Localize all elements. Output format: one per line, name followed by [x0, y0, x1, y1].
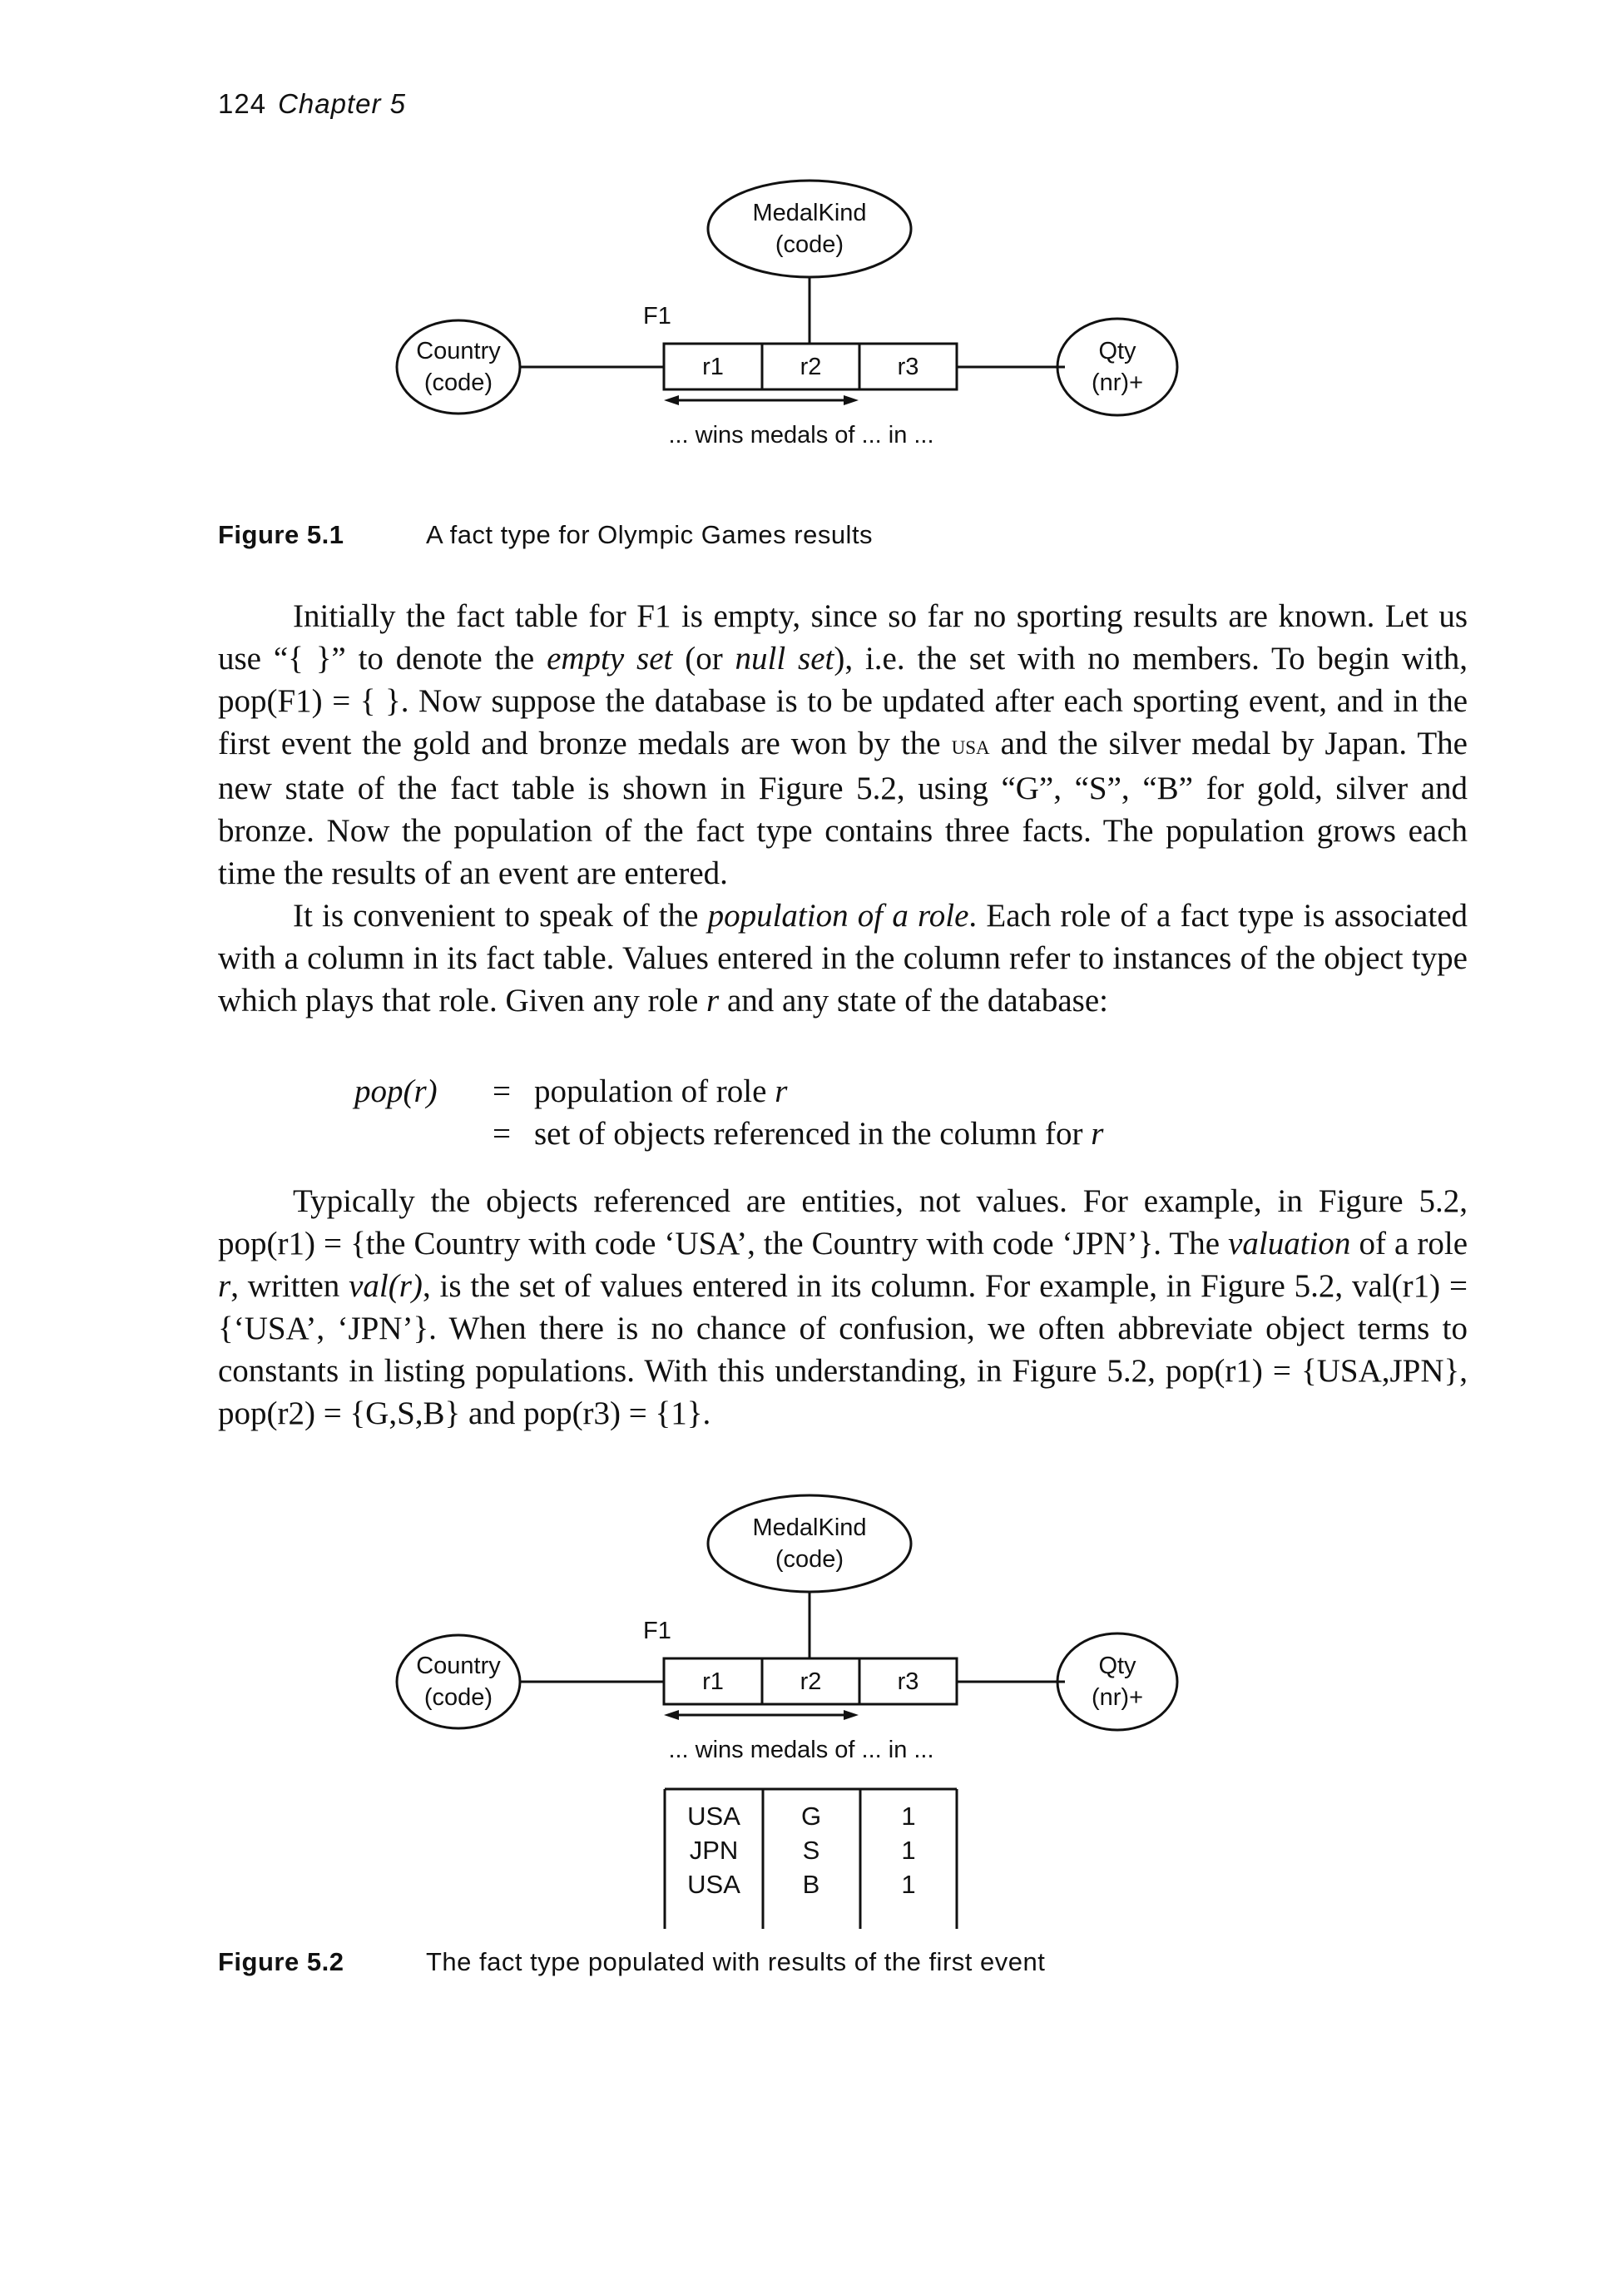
table-cell: USA	[687, 1802, 740, 1831]
role-r3: r3	[897, 1668, 919, 1695]
table-cell: B	[802, 1870, 820, 1899]
table-cell: USA	[687, 1870, 740, 1899]
definition-line-2: set of objects referenced in the column …	[534, 1116, 1104, 1152]
figure-5-1-caption: Figure 5.1 A fact type for Olympic Games …	[218, 520, 873, 550]
definition-line-1: population of role r	[534, 1073, 788, 1109]
country-label: Country(code)	[416, 338, 501, 396]
figure-5-2-diagram: MedalKind(code) Country(code) Qty(nr)+ F…	[395, 1494, 1248, 1797]
role-r2: r2	[800, 354, 822, 380]
figure-5-1-diagram: MedalKind(code) Country(code) Qty(nr)+ F…	[395, 179, 1248, 483]
medalkind-label: MedalKind(code)	[752, 200, 867, 258]
medalkind-label: MedalKind(code)	[752, 1514, 867, 1573]
pop-definition: pop(r) = population of role r = set of o…	[354, 1070, 1103, 1155]
role-r3: r3	[897, 354, 919, 380]
table-column-r1: USA JPN USA	[672, 1799, 755, 1901]
qty-ellipse	[1056, 317, 1179, 417]
paragraph-text: It is convenient to speak of the populat…	[218, 898, 1468, 1019]
definition-term: pop(r)	[354, 1073, 438, 1109]
table-cell: 1	[901, 1802, 916, 1831]
table-cell: G	[800, 1802, 822, 1831]
fact-type-diagram	[395, 1494, 1179, 1732]
fact-label: F1	[643, 303, 671, 330]
figure-number: Figure 5.2	[218, 1947, 344, 1976]
figure-title: A fact type for Olympic Games results	[426, 520, 874, 549]
page-number: 124	[218, 88, 267, 119]
country-label: Country(code)	[416, 1653, 501, 1711]
figure-number: Figure 5.1	[218, 520, 344, 549]
figure-title: The fact type populated with results of …	[426, 1947, 1046, 1976]
role-r2: r2	[800, 1668, 822, 1695]
figure-5-2-caption: Figure 5.2 The fact type populated with r…	[218, 1947, 1045, 1977]
table-cell: S	[802, 1836, 820, 1865]
fact-label: F1	[643, 1618, 671, 1644]
paragraph-1: Initially the fact table for F1 is empty…	[218, 595, 1468, 1022]
qty-label: Qty(nr)+	[1091, 1653, 1144, 1711]
qty-label: Qty(nr)+	[1091, 338, 1144, 396]
table-cell: JPN	[689, 1836, 739, 1865]
role-r1: r1	[702, 1668, 724, 1695]
role-r1: r1	[702, 354, 724, 380]
page-header: 124 Chapter 5	[218, 88, 406, 120]
table-column-r3: 1 1 1	[867, 1799, 950, 1901]
paragraph-text: Typically the objects referenced are ent…	[218, 1183, 1468, 1431]
fact-population-table: USA JPN USA G S B 1 1 1	[663, 1787, 958, 1929]
paragraph-text: Initially the fact table for F1 is empty…	[218, 598, 1468, 891]
table-column-r2: G S B	[770, 1799, 853, 1901]
chapter-title: Chapter 5	[278, 88, 406, 119]
table-cell: 1	[901, 1870, 916, 1899]
qty-ellipse	[1056, 1632, 1179, 1732]
fact-reading: ... wins medals of ... in ...	[668, 1737, 934, 1763]
fact-reading: ... wins medals of ... in ...	[668, 422, 934, 449]
table-cell: 1	[901, 1836, 916, 1865]
fact-type-diagram	[395, 179, 1179, 417]
paragraph-2: Typically the objects referenced are ent…	[218, 1180, 1468, 1435]
